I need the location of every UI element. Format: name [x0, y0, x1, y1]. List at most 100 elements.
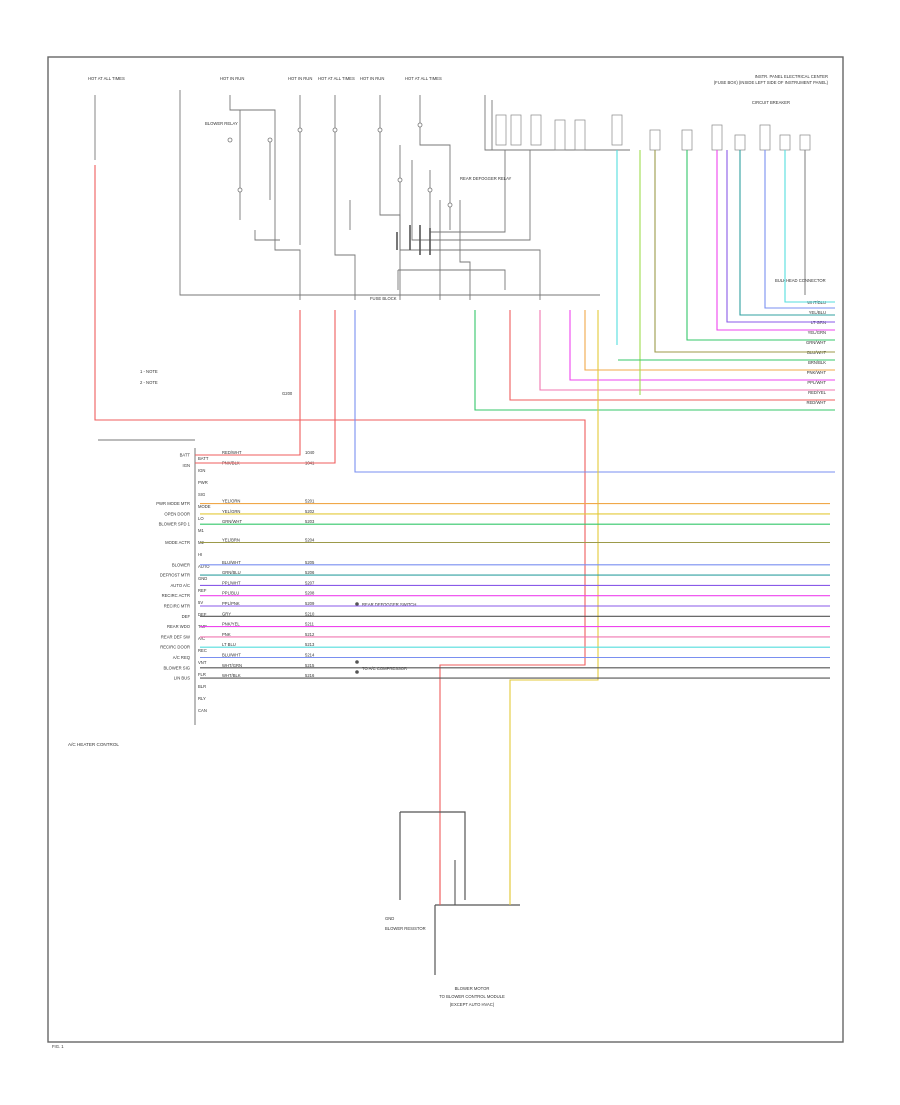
module-pin-label: 5V [198, 600, 203, 605]
relay-1-label: BLOWER RELAY [205, 121, 238, 126]
module-row-wire: GRY [222, 611, 231, 616]
magenta-wire-r [716, 150, 835, 331]
module-row-label: REAR WDO [167, 624, 191, 629]
blower-resistor-label: BLOWER RESISTOR [385, 926, 426, 931]
module-row-label: REAR DEF SW [161, 634, 190, 639]
fuse-label-6: HOT AT ALL TIMES [405, 76, 442, 81]
module-row-label: MODE ACTR [165, 540, 190, 545]
module-row-label: BATT [180, 453, 191, 458]
motor-ground-label: GND [385, 916, 394, 921]
module-row-circuit: 5215 [305, 663, 315, 668]
module-pin-label: PWR [198, 480, 208, 485]
module-row-circuit: 5214 [305, 653, 315, 658]
connector-note: TO BLOWER CONTROL MODULE [439, 994, 505, 999]
module-row-label: RECIRC ACTR [162, 593, 190, 598]
blue-wire [354, 310, 835, 473]
right-wire-label: PNK/WHT [807, 370, 827, 375]
module-row-circuit: 5212 [305, 632, 315, 637]
header-line-2: (FUSE BOX) (INSIDE LEFT SIDE OF INSTRUME… [714, 80, 829, 85]
green-wire-r [686, 150, 835, 341]
top-wiring [94, 90, 630, 300]
module-pin-label: REF [198, 588, 207, 593]
module-row-wire: WHT/BLK [222, 673, 241, 678]
orange-wire-right [584, 310, 835, 371]
module-row-circuit: 5211 [305, 622, 315, 627]
module-row-circuit: 5202 [305, 509, 315, 514]
module-row-wire: RED/WHT [222, 450, 242, 455]
module-row-circuit: 5210 [305, 611, 315, 616]
right-wire-label: RED/YEL [808, 390, 827, 395]
module-row-wire: PPL/PNK [222, 601, 240, 606]
switch-contacts [227, 122, 453, 208]
pink-wire-right [569, 310, 835, 381]
ground-label: G200 [282, 391, 293, 396]
module-row-label: BLOWER [172, 562, 190, 567]
fuse-label-3: HOT IN RUN [288, 76, 312, 81]
module-row-circuit: 5208 [305, 591, 315, 596]
module-row-wire: GRN/WHT [222, 519, 242, 524]
red-wire-right [509, 310, 835, 401]
module-row-wire: WHT/GRN [222, 663, 242, 668]
left-legend-2: 2 - NOTE [140, 380, 158, 385]
diagram-frame [47, 56, 844, 1043]
module-pin-label: MODE [198, 504, 211, 509]
cyan-wire-r [784, 150, 835, 303]
module-row-label: AUTO A/C [171, 583, 190, 588]
right-wire-label: PPL/WHT [807, 380, 826, 385]
page-tag: FIG. 1 [52, 1044, 64, 1049]
right-wire-label: GRN/WHT [806, 340, 826, 345]
module-pin-label: LO [198, 516, 204, 521]
module-pin-label: RLY [198, 696, 206, 701]
blue-wire-r [764, 150, 835, 309]
green-wire-top [474, 310, 835, 411]
fuse-label-5: HOT IN RUN [360, 76, 384, 81]
module-pin-label: SIG [198, 492, 205, 497]
module-row-label: BLOWER SIG [163, 665, 190, 670]
module-pin-label: REC [198, 648, 207, 653]
left-legend-1: 1 - NOTE [140, 369, 158, 374]
module-pin-label: A/C [198, 636, 205, 641]
connector-blocks [495, 114, 811, 151]
splice-note-1: REAR DEFOGGER SWITCH [362, 602, 416, 607]
module-row-wire: PPL/BLU [222, 591, 239, 596]
module-row-circuit: 5209 [305, 601, 315, 606]
fuse-label-4: HOT AT ALL TIMES [318, 76, 355, 81]
module-row-circuit: 5204 [305, 538, 315, 543]
module-row-label: BLOWER SPD 1 [159, 522, 191, 527]
module-pin-label: IGN [198, 468, 205, 473]
splice-note-2: TO A/C COMPRESSOR [362, 666, 407, 671]
module-row-label: DEF [182, 614, 191, 619]
fuse-block-label: FUSE BLOCK [370, 296, 397, 301]
header-line-1: INSTR. PANEL ELECTRICAL CENTER [755, 74, 828, 79]
red-wire-2 [195, 310, 336, 464]
module-row-circuit: 5201 [305, 499, 315, 504]
module-row-label: IGN [183, 463, 190, 468]
colored-wires [94, 150, 835, 900]
module-row-circuit: 5207 [305, 580, 315, 585]
module-pin-label: BATT [198, 456, 209, 461]
module-row-circuit: 5203 [305, 519, 315, 524]
module-row-lines [200, 503, 830, 679]
module-row-label: RECIRC DOOR [160, 645, 190, 650]
motor-caption: BLOWER MOTOR [455, 986, 490, 991]
bottom-note: (EXCEPT AUTO HVAC) [450, 1002, 495, 1007]
fuse-label-2: HOT IN RUN [220, 76, 244, 81]
module-row-wire: GRN/BLU [222, 570, 241, 575]
module-pin-label: M1 [198, 528, 204, 533]
bus-bars [396, 225, 431, 255]
bulkhead-label: BULKHEAD CONNECTOR [775, 278, 826, 283]
right-wire-label: YEL/BLU [809, 310, 826, 315]
module-row-wires: RED/WHTPNK/BLKYEL/ORNYEL/GRNGRN/WHTYEL/B… [222, 450, 242, 678]
module-row-wire: LT BLU [222, 642, 236, 647]
yellow-wire-long [509, 310, 599, 900]
module-row-label: RECIRC MTR [164, 604, 190, 609]
blower-stubs [439, 860, 511, 905]
module-label: A/C HEATER CONTROL [68, 742, 119, 747]
red-wire-right-2 [539, 310, 835, 391]
module-pin-label: AUTO [198, 564, 210, 569]
module-row-label: A/C REQ [173, 655, 191, 660]
blower-assembly [399, 811, 520, 975]
